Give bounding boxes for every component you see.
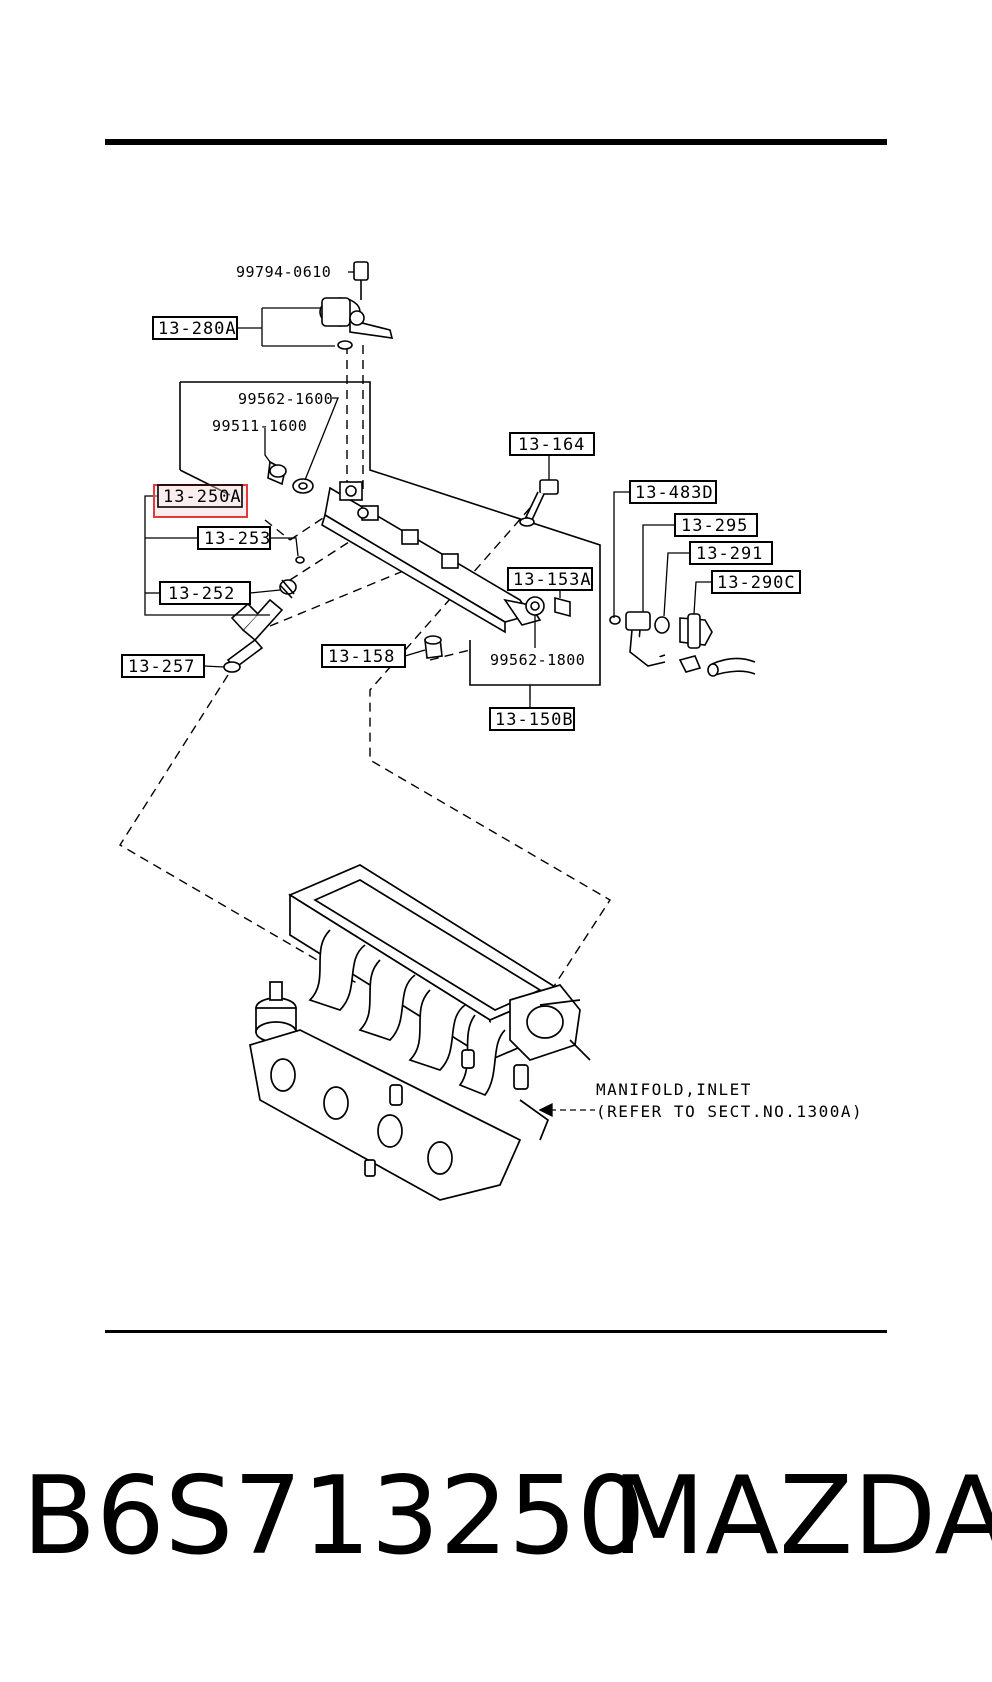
callout-13-252[interactable]: 13-252 — [159, 581, 251, 605]
injector-parts-drawing — [223, 460, 314, 673]
callout-13-280A[interactable]: 13-280A — [152, 316, 238, 340]
manifold-note-line1: MANIFOLD,INLET — [596, 1080, 752, 1099]
callout-13-290C[interactable]: 13-290C — [711, 570, 801, 594]
callout-13-280A-text: 13-280A — [158, 319, 237, 339]
footer-part-number: B6S713250 — [22, 1454, 646, 1579]
rail-group-bracket — [180, 381, 601, 686]
hose-fitting-drawing — [609, 611, 756, 677]
manifold-note-line2[interactable]: (REFER TO SECT.NO.1300A) — [596, 1102, 863, 1121]
part-number-99511-1600[interactable]: 99511-1600 — [212, 417, 307, 435]
callout-13-164[interactable]: 13-164 — [509, 432, 595, 456]
callout-13-153A[interactable]: 13-153A — [507, 567, 593, 591]
callout-13-257[interactable]: 13-257 — [121, 654, 205, 678]
fuel-rail-drawing — [321, 481, 542, 634]
footer-caption: B6S713250 MAZDA — [0, 1452, 992, 1582]
callout-13-164-text: 13-164 — [518, 435, 585, 455]
top-rule — [105, 139, 887, 145]
callout-13-253-text: 13-253 — [204, 529, 271, 549]
callout-13-295[interactable]: 13-295 — [674, 513, 758, 537]
callout-13-250A-text: 13-250A — [163, 487, 242, 507]
footer-brand: MAZDA — [612, 1454, 992, 1579]
callout-13-150B[interactable]: 13-150B — [489, 707, 575, 731]
callout-13-153A-text: 13-153A — [513, 570, 592, 590]
callout-13-150B-text: 13-150B — [495, 710, 574, 730]
part-number-99562-1800[interactable]: 99562-1800 — [490, 651, 585, 669]
pressure-regulator-drawing — [319, 261, 394, 350]
callout-13-291-text: 13-291 — [696, 544, 763, 564]
callout-13-483D-text: 13-483D — [635, 483, 714, 503]
part-number-99794-0610[interactable]: 99794-0610 — [236, 263, 331, 281]
callout-13-483D[interactable]: 13-483D — [629, 480, 717, 504]
callout-13-250A[interactable]: 13-250A — [153, 484, 248, 518]
callout-13-295-text: 13-295 — [681, 516, 748, 536]
callout-13-290C-text: 13-290C — [717, 573, 796, 593]
callout-13-158[interactable]: 13-158 — [321, 644, 406, 668]
leader-lines — [144, 271, 712, 1118]
callout-13-158-text: 13-158 — [328, 647, 395, 667]
bottom-rule — [105, 1330, 887, 1333]
callout-13-252-text: 13-252 — [168, 584, 235, 604]
callout-13-253[interactable]: 13-253 — [197, 526, 271, 550]
callout-13-257-text: 13-257 — [128, 657, 195, 677]
inlet-manifold-drawing — [249, 864, 591, 1201]
part-number-99562-1600[interactable]: 99562-1600 — [238, 390, 333, 408]
callout-13-291[interactable]: 13-291 — [689, 541, 773, 565]
bolt-drawing — [424, 479, 571, 659]
